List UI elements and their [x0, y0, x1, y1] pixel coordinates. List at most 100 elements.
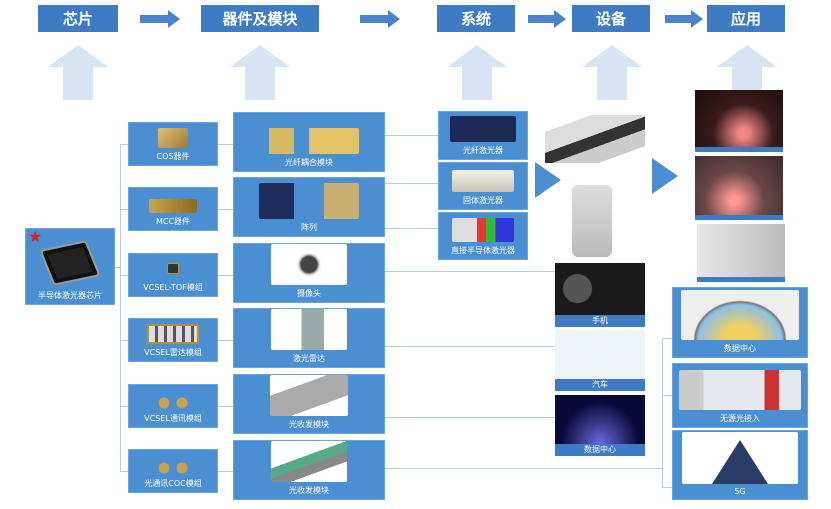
module-box: 光收发模块 [233, 374, 385, 434]
right-arrow-icon [528, 10, 566, 28]
module-image [271, 441, 347, 482]
application-image-medical [697, 224, 785, 282]
module-box: 阵列 [233, 177, 385, 237]
comm-label: 无源光接入 [720, 414, 760, 423]
comm-image [682, 432, 798, 484]
application-caption-bar [695, 147, 783, 152]
device-image [158, 128, 188, 148]
connector [662, 338, 663, 488]
header-chip: 芯片 [38, 5, 118, 32]
system-label: 固体激光器 [463, 196, 503, 205]
header-equipment: 设备 [572, 5, 650, 32]
connector [385, 468, 663, 469]
header-device: 器件及模块 [201, 5, 319, 32]
system-box: 固体激光器 [438, 162, 528, 210]
system-image [450, 116, 516, 142]
comm-label: 数据中心 [724, 344, 756, 353]
device-box: VCSEL雷达模组 [128, 318, 218, 362]
connector [218, 209, 233, 210]
device-box: COS器件 [128, 122, 218, 166]
header-system: 系统 [437, 5, 515, 32]
module-label: 阵列 [301, 223, 317, 232]
module-label: 光收发模块 [289, 486, 329, 495]
chip-image [39, 239, 101, 287]
connector [385, 183, 438, 184]
module-box: 光纤耦合模块 [233, 112, 385, 172]
device-image [155, 396, 191, 410]
consumer-label: 手机 [555, 315, 645, 327]
device-image [149, 199, 197, 213]
system-box: 直接半导体激光器 [438, 212, 528, 260]
device-label: MCC器件 [155, 217, 191, 226]
right-arrow-icon [535, 162, 561, 198]
connector [385, 271, 555, 272]
connector [218, 275, 233, 276]
module-image [271, 244, 347, 285]
system-label: 光纤激光器 [463, 146, 503, 155]
device-label: VCSEL-TOF模组 [143, 283, 203, 292]
system-box: 光纤激光器 [438, 111, 528, 160]
module-image [271, 309, 347, 350]
comm-box: 5G [672, 430, 808, 500]
comm-box: 无源光接入 [672, 363, 808, 428]
right-arrow-icon [665, 10, 703, 28]
connector [120, 340, 128, 341]
application-caption-bar [695, 215, 783, 220]
application-image-welding [695, 90, 783, 152]
comm-image [681, 290, 799, 340]
star-icon: ★ [28, 227, 43, 246]
connector [662, 338, 672, 339]
system-image [452, 170, 514, 192]
chip-label: 半导体激光器芯片 [38, 291, 102, 300]
module-image [259, 128, 359, 154]
module-image [259, 183, 359, 219]
comm-box: 数据中心 [672, 287, 808, 358]
device-image [155, 461, 191, 475]
module-box: 激光雷达 [233, 308, 385, 368]
connector [385, 346, 555, 347]
connector [662, 395, 672, 396]
comm-label: 5G [734, 487, 746, 496]
consumer-datacenter: 数据中心 [555, 395, 645, 456]
right-arrow-icon [140, 10, 180, 28]
5g-triangle-graphic [712, 440, 768, 484]
module-image [270, 375, 348, 416]
device-box: VCSEL通讯模组 [128, 384, 218, 428]
system-image [452, 218, 514, 242]
device-label: VCSEL雷达模组 [144, 348, 202, 357]
connector [218, 144, 233, 145]
system-label: 直接半导体激光器 [451, 246, 515, 255]
connector [120, 275, 128, 276]
module-box: 光收发模块 [233, 440, 385, 500]
up-arrow-icon [447, 45, 507, 100]
consumer-label: 数据中心 [555, 444, 645, 456]
device-image [147, 324, 199, 344]
comm-image [679, 370, 801, 410]
module-box: 摄像头 [233, 243, 385, 303]
device-box: MCC器件 [128, 187, 218, 231]
medical-laser-device-image [572, 185, 612, 257]
up-arrow-icon [230, 45, 290, 100]
right-arrow-icon [360, 10, 400, 28]
module-label: 激光雷达 [293, 354, 325, 363]
connector [120, 144, 121, 472]
device-label: 光通讯COC模组 [144, 479, 202, 488]
header-application: 应用 [707, 5, 785, 32]
connector [115, 267, 121, 268]
connector [218, 471, 233, 472]
connector [120, 144, 128, 145]
connector [385, 135, 438, 136]
module-label: 光纤耦合模块 [285, 158, 333, 167]
consumer-car: 汽车 [555, 330, 645, 391]
application-image-cutting [695, 156, 783, 220]
up-arrow-icon [48, 45, 108, 100]
device-box: VCSEL-TOF模组 [128, 253, 218, 297]
consumer-phone: 手机 [555, 263, 645, 327]
connector [120, 406, 128, 407]
consumer-label: 汽车 [555, 379, 645, 391]
connector [120, 471, 128, 472]
device-box: 光通讯COC模组 [128, 449, 218, 493]
application-caption-bar [697, 277, 785, 282]
laser-cutting-machine-image [545, 115, 645, 163]
device-label: VCSEL通讯模组 [144, 414, 202, 423]
